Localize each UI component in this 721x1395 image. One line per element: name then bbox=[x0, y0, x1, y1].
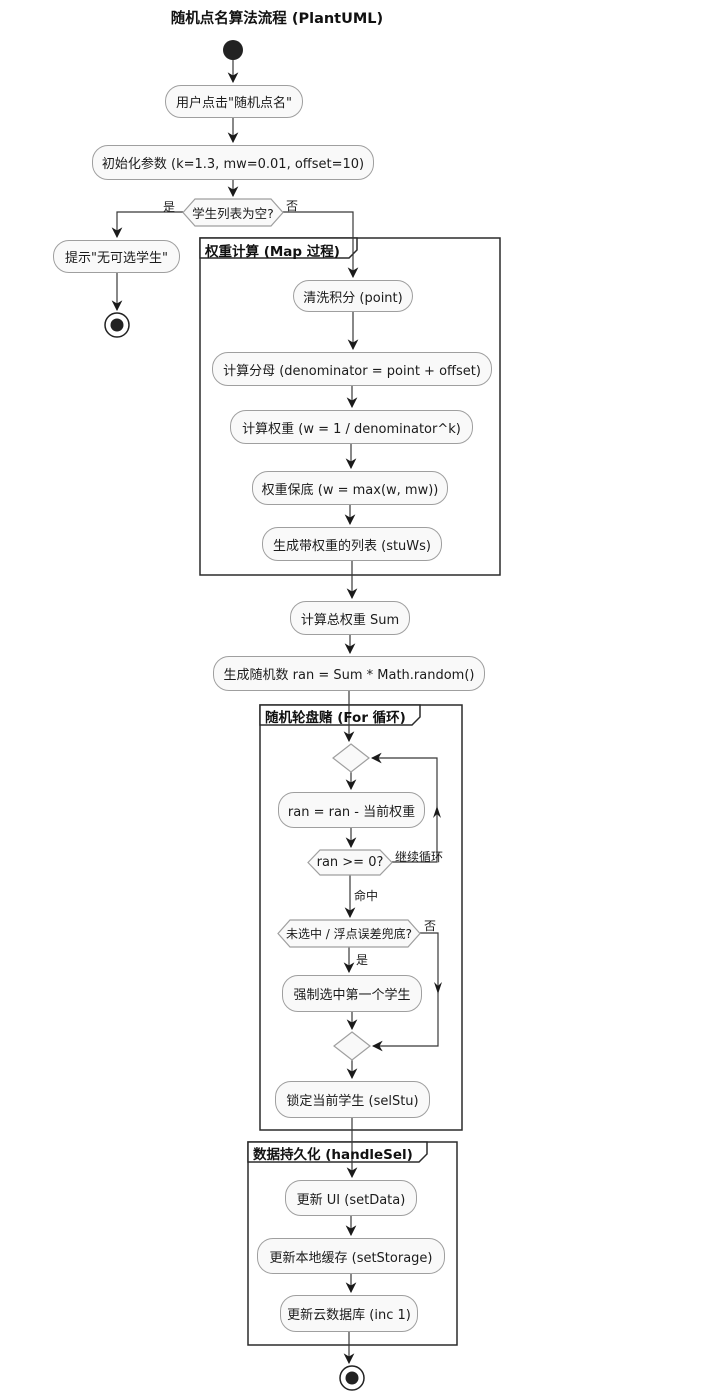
partition-title-roulette: 随机轮盘赌 (For 循环) bbox=[265, 710, 406, 726]
activity-empty-hint: 提示"无可选学生" bbox=[53, 240, 180, 273]
activity-calc-weight: 计算权重 (w = 1 / denominator^k) bbox=[230, 410, 473, 444]
merge-diamond bbox=[333, 1031, 371, 1061]
partition-title-persistence: 数据持久化 (handleSel) bbox=[253, 1147, 413, 1163]
activity-update-ui: 更新 UI (setData) bbox=[285, 1180, 417, 1216]
decision-ran-check-shape bbox=[307, 849, 393, 876]
diagram-title: 随机点名算法流程 (PlantUML) bbox=[170, 11, 384, 27]
mid-arrowheads bbox=[433, 806, 442, 994]
activity-ran-minus: ran = ran - 当前权重 bbox=[278, 792, 425, 828]
loop-entry-diamond bbox=[332, 743, 370, 773]
end-node-final bbox=[339, 1365, 365, 1391]
activity-weight-floor: 权重保底 (w = max(w, mw)) bbox=[252, 471, 448, 505]
decision-shapes bbox=[182, 198, 421, 1061]
end-node-left bbox=[104, 312, 130, 338]
decision-list-empty-shape bbox=[182, 198, 284, 227]
activity-calc-denominator: 计算分母 (denominator = point + offset) bbox=[212, 352, 492, 386]
activity-calc-total-weight: 计算总权重 Sum bbox=[290, 601, 410, 635]
edge-label-no: 否 bbox=[286, 199, 299, 213]
activity-gen-weighted-list: 生成带权重的列表 (stuWs) bbox=[262, 527, 442, 561]
edge-label-yes-fallback: 是 bbox=[356, 953, 369, 967]
activity-force-first: 强制选中第一个学生 bbox=[282, 975, 422, 1012]
edge-label-hit: 命中 bbox=[354, 889, 379, 903]
decision-list-empty-label: 学生列表为空? bbox=[192, 206, 274, 221]
partition-title-weight-calc: 权重计算 (Map 过程) bbox=[205, 244, 340, 260]
edge-label-yes: 是 bbox=[163, 200, 176, 214]
partition-roulette-outline bbox=[259, 704, 463, 1131]
decision-ran-check-label: ran >= 0? bbox=[316, 855, 384, 870]
activity-gen-random: 生成随机数 ran = Sum * Math.random() bbox=[213, 656, 485, 691]
activity-init-params: 初始化参数 (k=1.3, mw=0.01, offset=10) bbox=[92, 145, 374, 180]
activity-lock-student: 锁定当前学生 (selStu) bbox=[275, 1081, 430, 1118]
edge-label-no-fallback: 否 bbox=[424, 919, 437, 933]
activity-clean-points: 清洗积分 (point) bbox=[293, 280, 413, 312]
activity-user-click: 用户点击"随机点名" bbox=[165, 85, 303, 118]
activity-update-cloud: 更新云数据库 (inc 1) bbox=[280, 1295, 418, 1332]
start-node bbox=[223, 40, 243, 60]
decision-fallback-label: 未选中 / 浮点误差兜底? bbox=[285, 927, 413, 941]
edge-label-continue-loop: 继续循环 bbox=[395, 850, 444, 864]
decision-fallback-shape bbox=[277, 919, 421, 948]
activity-update-cache: 更新本地缓存 (setStorage) bbox=[257, 1238, 445, 1274]
partition-weight-calc-outline bbox=[199, 237, 501, 576]
